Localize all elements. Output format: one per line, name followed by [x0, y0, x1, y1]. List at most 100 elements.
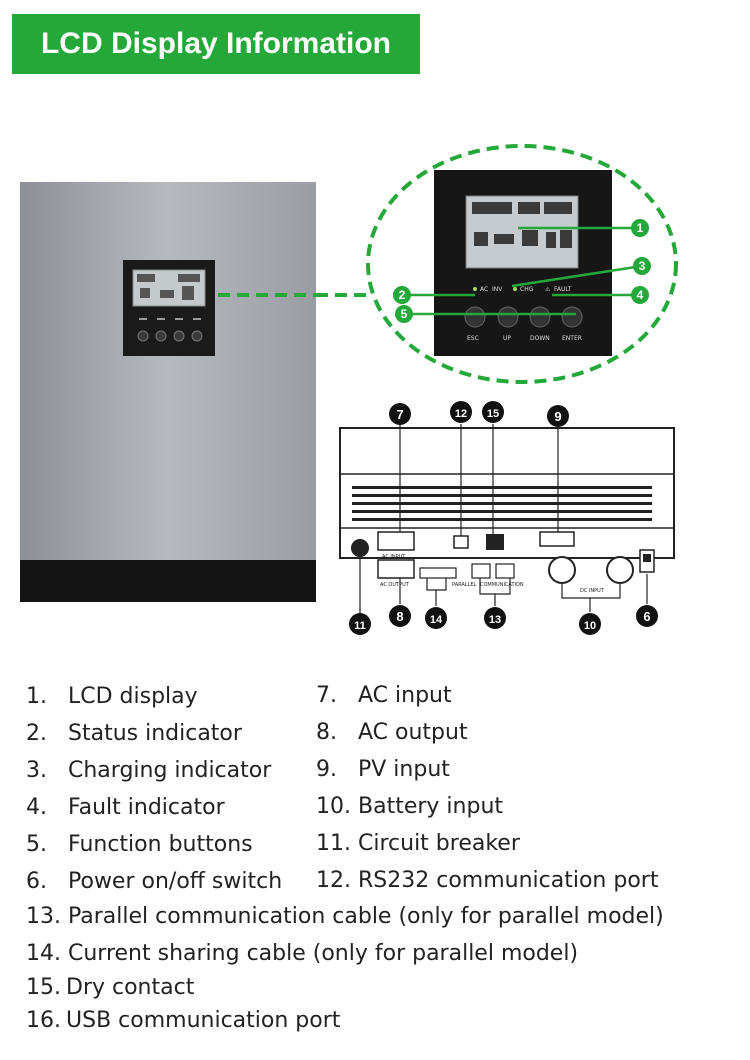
list-item: 13. Parallel communication cable (only fo… [26, 904, 664, 930]
item-number: 9. [316, 757, 337, 782]
svg-text:5: 5 [401, 307, 408, 321]
svg-text:2: 2 [399, 288, 406, 302]
inverter-button-esc[interactable] [137, 330, 149, 342]
led-ac-inv-icon [473, 287, 477, 291]
function-buttons: ESC UP DOWN ENTER [464, 306, 583, 342]
enter-label: ENTER [562, 335, 582, 342]
inverter-base [20, 560, 316, 602]
list-item: 8.AC output [316, 720, 468, 746]
callout-15: 15 [482, 401, 504, 423]
ac-output-terminal[interactable] [377, 559, 415, 579]
parallel-label: PARALLEL [452, 582, 477, 588]
title-banner: LCD Display Information [12, 14, 420, 74]
item-text: RS232 communication port [358, 868, 659, 893]
item-number: 15. [26, 975, 61, 1000]
dc-input-label: DC INPUT [580, 588, 605, 594]
svg-text:10: 10 [584, 620, 596, 632]
callout-12: 12 [450, 401, 472, 423]
item-text: Dry contact [66, 975, 195, 1000]
vent-slots [352, 486, 652, 521]
list-item: 4.Fault indicator [26, 795, 225, 821]
list-item: 5.Function buttons [26, 832, 253, 858]
item-text: Battery input [358, 794, 504, 819]
item-text: Parallel communication cable (only for p… [68, 904, 664, 929]
item-text: Circuit breaker [358, 831, 520, 856]
callout-7: 7 [389, 403, 411, 425]
item-text: USB communication port [66, 1008, 341, 1033]
list-item: 16.USB communication port [26, 1008, 340, 1034]
callout-5: 5 [395, 305, 413, 323]
callout-6: 6 [636, 605, 658, 627]
item-number: 3. [26, 758, 47, 783]
svg-text:9: 9 [554, 409, 561, 424]
zoom-connector-line-2 [316, 293, 366, 297]
item-number: 8. [316, 720, 337, 745]
svg-text:1: 1 [637, 221, 644, 235]
current-sharing-port[interactable] [419, 567, 457, 579]
circuit-breaker[interactable] [351, 539, 369, 557]
callout-8: 8 [389, 605, 411, 627]
callout-3: 3 [633, 257, 651, 275]
inverter-front-view [20, 182, 316, 602]
ac-output-label: AC OUTPUT [380, 582, 410, 588]
battery-terminal-right[interactable] [606, 556, 634, 584]
svg-text:14: 14 [430, 614, 443, 626]
item-text: PV input [358, 757, 450, 782]
callout-2: 2 [393, 286, 411, 304]
item-number: 14. [26, 941, 61, 966]
inverter-button-down[interactable] [173, 330, 185, 342]
list-item: 11. Circuit breaker [316, 831, 520, 857]
item-text: Power on/off switch [68, 869, 283, 894]
parallel-port-2[interactable] [495, 563, 515, 579]
callout-line-3 [511, 264, 643, 288]
svg-text:11: 11 [354, 620, 366, 632]
list-item: 14.Current sharing cable (only for paral… [26, 941, 578, 967]
led-inv-label: INV [492, 286, 503, 293]
item-text: Status indicator [68, 721, 242, 746]
list-item: 2. Status indicator [26, 721, 242, 747]
inverter-button-up[interactable] [155, 330, 167, 342]
front-panel-zoom: AC INV CHG ⚠ FAULT ESC UP DOWN ENTER 1 3… [366, 144, 678, 384]
list-item: 1. LCD display [26, 684, 198, 710]
led-fault-label: FAULT [554, 286, 572, 293]
rs232-port[interactable] [453, 535, 469, 549]
down-button[interactable] [529, 306, 551, 328]
enter-button[interactable] [561, 306, 583, 328]
pv-input-terminal[interactable] [539, 531, 575, 547]
item-number: 11. [316, 831, 351, 856]
dry-contact[interactable] [486, 534, 504, 550]
svg-text:13: 13 [489, 614, 501, 626]
callout-10: 10 [579, 613, 601, 635]
item-number: 5. [26, 832, 47, 857]
list-item: 10. Battery input [316, 794, 503, 820]
ac-input-label: AC INPUT [382, 554, 406, 560]
item-text: LCD display [68, 684, 198, 709]
callout-4: 4 [631, 286, 649, 304]
lcd-segments [472, 202, 572, 248]
inverter-housing [20, 182, 316, 562]
inverter-button-enter[interactable] [191, 330, 203, 342]
item-number: 13. [26, 904, 61, 929]
item-number: 1. [26, 684, 47, 709]
svg-text:6: 6 [643, 609, 650, 624]
item-number: 2. [26, 721, 47, 746]
item-number: 10. [316, 794, 351, 819]
down-label: DOWN [530, 335, 550, 342]
esc-button[interactable] [464, 306, 486, 328]
callout-14: 14 [425, 607, 447, 629]
list-item: 3.Charging indicator [26, 758, 271, 784]
ac-input-terminal[interactable] [377, 531, 415, 551]
parallel-port[interactable] [471, 563, 491, 579]
up-button[interactable] [497, 306, 519, 328]
svg-text:15: 15 [487, 408, 499, 420]
svg-text:12: 12 [455, 408, 467, 420]
warning-icon: ⚠ [545, 286, 551, 293]
list-item: 6.Power on/off switch [26, 869, 282, 895]
battery-terminal-left[interactable] [548, 556, 576, 584]
svg-text:3: 3 [639, 259, 646, 273]
list-item: 15.Dry contact [26, 975, 194, 1001]
svg-text:8: 8 [396, 609, 403, 624]
item-number: 7. [316, 683, 337, 708]
svg-text:4: 4 [637, 288, 644, 302]
led-chg-label: CHG [520, 286, 534, 293]
